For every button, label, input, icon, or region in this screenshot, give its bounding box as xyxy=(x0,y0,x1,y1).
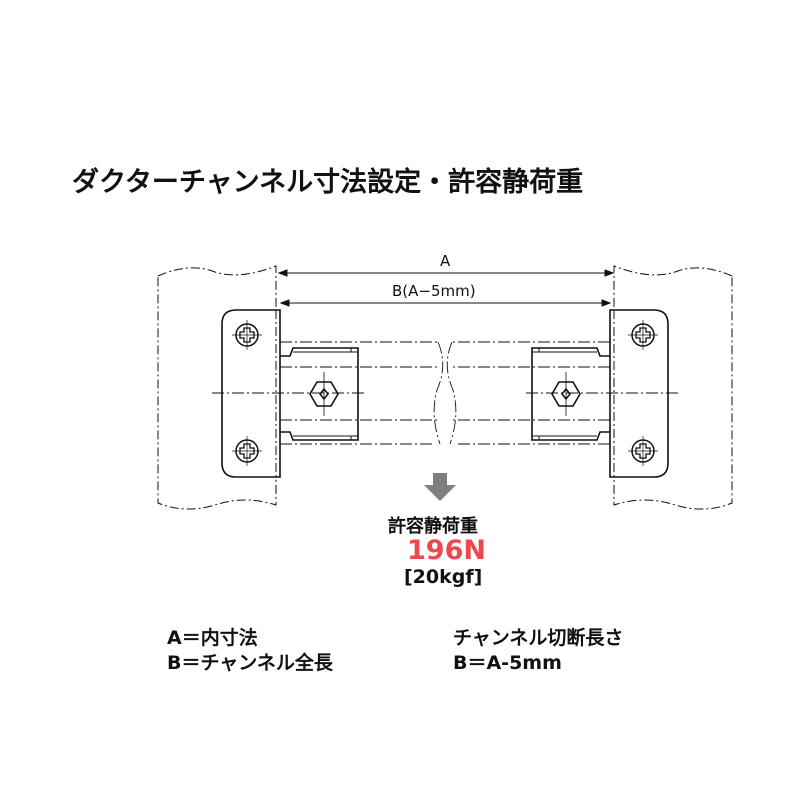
legend-cut-formula: B＝A-5mm xyxy=(453,652,562,674)
page-title: ダクターチャンネル寸法設定・許容静荷重 xyxy=(72,167,584,198)
load-heading: 許容静荷重 xyxy=(388,516,478,537)
right-assembly xyxy=(446,265,733,510)
legend-a: A＝内寸法 xyxy=(167,627,258,649)
load-arrow-icon xyxy=(424,473,456,501)
left-assembly xyxy=(157,265,444,510)
dimension-b-label: B(A−5mm) xyxy=(392,282,476,300)
load-value: 196N xyxy=(407,535,486,566)
dimension-a-label: A xyxy=(440,252,451,270)
legend-b: B＝チャンネル全長 xyxy=(167,652,333,674)
dimension-lines xyxy=(277,269,615,307)
load-kgf: [20kgf] xyxy=(404,566,483,588)
legend-cut-heading: チャンネル切断長さ xyxy=(453,627,624,649)
